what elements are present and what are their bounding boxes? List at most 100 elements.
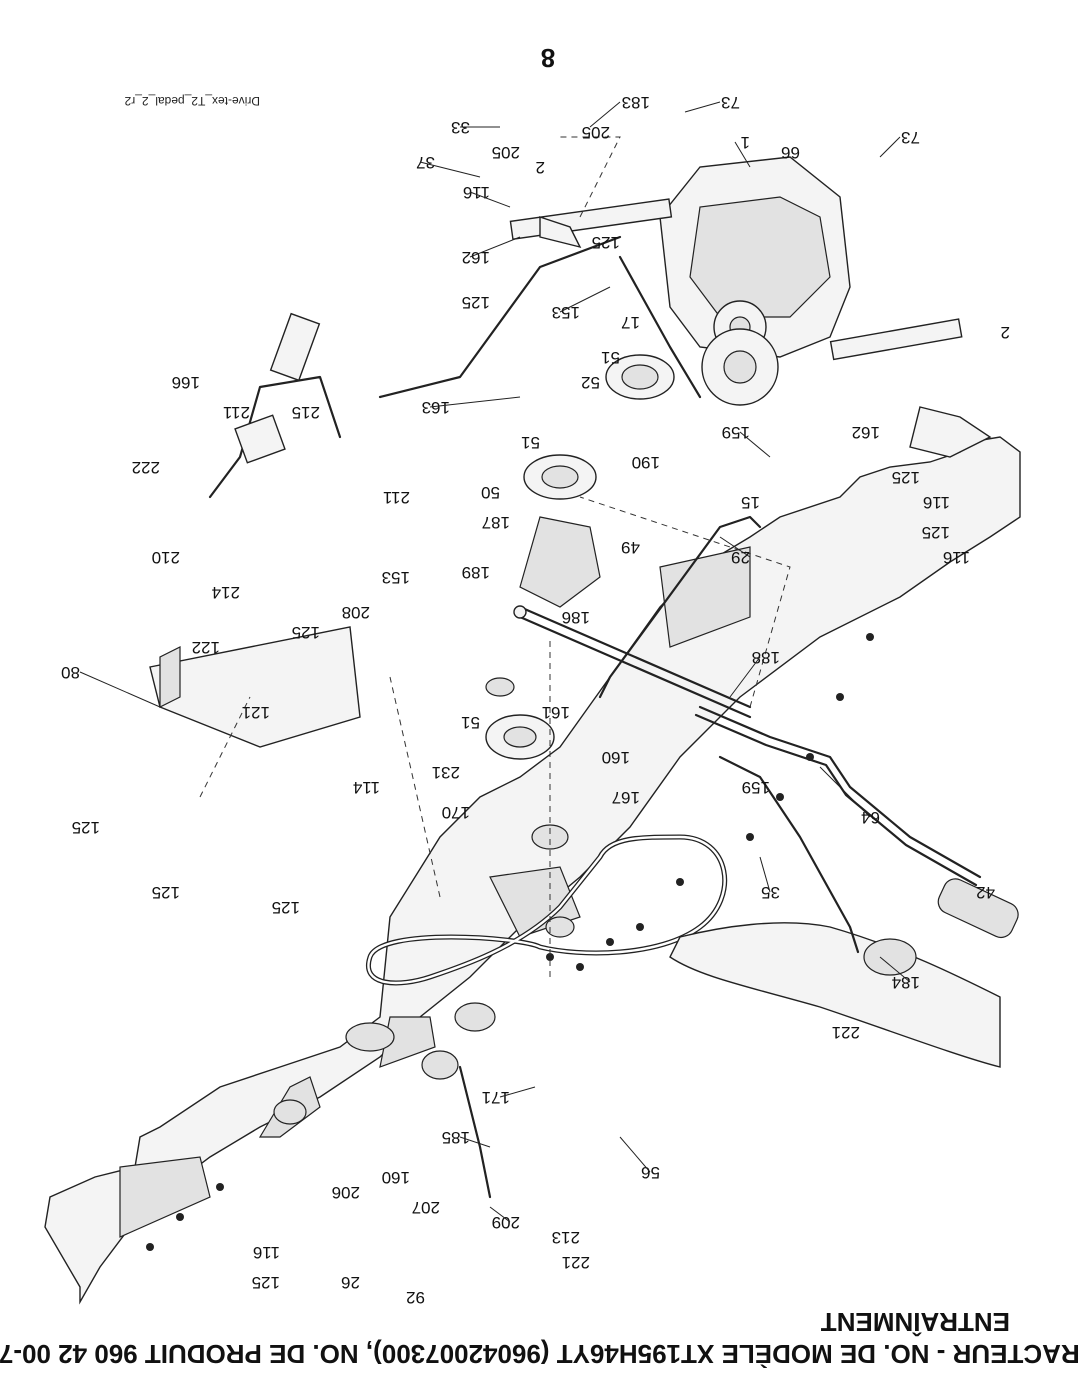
callout-17: 17	[621, 313, 640, 332]
callout-66: 66	[781, 143, 800, 162]
callout-116d: 116	[253, 1243, 280, 1262]
callout-116c: 116	[943, 548, 970, 567]
callout-221a: 221	[832, 1023, 860, 1042]
callout-15: 15	[741, 493, 760, 512]
callout-51a: 51	[601, 348, 620, 367]
mower-deck	[669, 922, 1001, 1068]
callout-153b: 153	[382, 568, 410, 587]
callout-125i: 125	[252, 1273, 280, 1292]
callout-208: 208	[342, 603, 370, 622]
leader-lines	[79, 101, 911, 1223]
callout-125e: 125	[292, 623, 320, 642]
callout-170: 170	[442, 803, 470, 822]
callout-214: 214	[212, 583, 240, 602]
callout-73b: 73	[901, 128, 920, 147]
clutch-rod	[598, 515, 762, 699]
callout-162b: 162	[852, 423, 880, 442]
callout-159b: 159	[742, 778, 770, 797]
park-brake-rod	[458, 1065, 492, 1199]
callout-163: 163	[422, 398, 450, 417]
idler-pulley-231	[485, 714, 555, 760]
callout-171: 171	[482, 1088, 510, 1107]
callout-211b: 211	[383, 488, 410, 507]
section-title: ENTRAÎNMENT	[821, 1307, 1010, 1337]
callout-29: 29	[731, 548, 750, 567]
callout-125a: 125	[592, 233, 620, 252]
callout-80: 80	[61, 663, 80, 682]
callout-167: 167	[612, 788, 640, 807]
callout-189: 189	[462, 563, 490, 582]
callout-50: 50	[481, 483, 500, 502]
bracket-162-right	[909, 406, 992, 458]
brake-rod	[378, 235, 622, 399]
callout-205b: 205	[582, 123, 610, 142]
callout-37: 37	[416, 153, 435, 172]
idler-pulley-52	[605, 354, 675, 400]
callout-184: 184	[892, 973, 920, 992]
frame	[44, 436, 1021, 1305]
callout-222: 222	[132, 458, 160, 477]
callout-166: 166	[172, 373, 200, 392]
shield-80	[149, 626, 361, 748]
callout-221b: 221	[562, 1253, 590, 1272]
callout-56: 56	[641, 1163, 660, 1182]
callout-207: 207	[412, 1198, 440, 1217]
pedal-assembly	[208, 312, 342, 499]
callout-92: 92	[406, 1288, 425, 1307]
callout-209: 209	[492, 1213, 520, 1232]
callout-2a: 2	[536, 158, 545, 177]
callout-215: 215	[292, 403, 320, 422]
page-number: 8	[541, 43, 555, 73]
callout-35: 35	[761, 883, 780, 902]
callout-188: 188	[752, 648, 780, 667]
callout-211a: 211	[223, 403, 250, 422]
callout-125d: 125	[922, 523, 950, 542]
callout-52: 52	[581, 373, 600, 392]
callout-116a: 116	[463, 183, 490, 202]
callout-231: 231	[432, 763, 460, 782]
cooling-fan	[701, 328, 779, 406]
callout-213: 213	[552, 1228, 580, 1247]
assembly-guides	[199, 136, 791, 977]
callout-186: 186	[562, 608, 590, 627]
callout-125g: 125	[152, 883, 180, 902]
callout-1: 1	[741, 133, 750, 152]
callout-116b: 116	[923, 493, 950, 512]
callout-122: 122	[192, 638, 220, 657]
callout-114: 114	[353, 778, 380, 797]
callout-labels: 73 183 33 37 205 205 2 1 66 73 116 162 1…	[61, 93, 1010, 1307]
drive-belt	[365, 834, 728, 986]
idler-arm-189	[519, 516, 601, 608]
bracket-162-left	[539, 216, 582, 249]
callout-51b: 51	[521, 433, 540, 452]
callout-185: 185	[442, 1128, 470, 1147]
idler-pulley-50	[523, 454, 597, 500]
lift-rod	[718, 755, 860, 954]
callout-125f: 125	[72, 818, 100, 837]
steering-shaft	[694, 705, 982, 887]
callout-162a: 162	[462, 248, 490, 267]
callout-160a: 160	[602, 748, 630, 767]
callout-206: 206	[332, 1183, 360, 1202]
page-title: TRACTEUR - NO. DE MODÈLE XT195H46YT (960…	[0, 1339, 1080, 1369]
callout-49: 49	[621, 538, 640, 557]
cross-shaft	[513, 605, 752, 719]
callout-153a: 153	[552, 303, 580, 322]
callout-190: 190	[632, 453, 660, 472]
callout-125b: 125	[462, 293, 490, 312]
callout-183: 183	[622, 93, 650, 112]
callout-205a: 205	[492, 143, 520, 162]
callout-121: 121	[242, 703, 270, 722]
callout-125c: 125	[892, 468, 920, 487]
handle-grip	[937, 878, 1019, 939]
callout-26: 26	[341, 1273, 360, 1292]
link-rod-153	[618, 255, 702, 399]
callout-73a: 73	[721, 93, 740, 112]
callout-161: 161	[542, 703, 570, 722]
callout-51c: 51	[461, 713, 480, 732]
callout-187: 187	[482, 513, 510, 532]
callout-160b: 160	[382, 1168, 410, 1187]
rotated-page: TRACTEUR - NO. DE MODÈLE XT195H46YT (960…	[0, 43, 1080, 1369]
drawing-file-name: Drive-tex_T2_pedal_2_r2	[124, 94, 260, 108]
